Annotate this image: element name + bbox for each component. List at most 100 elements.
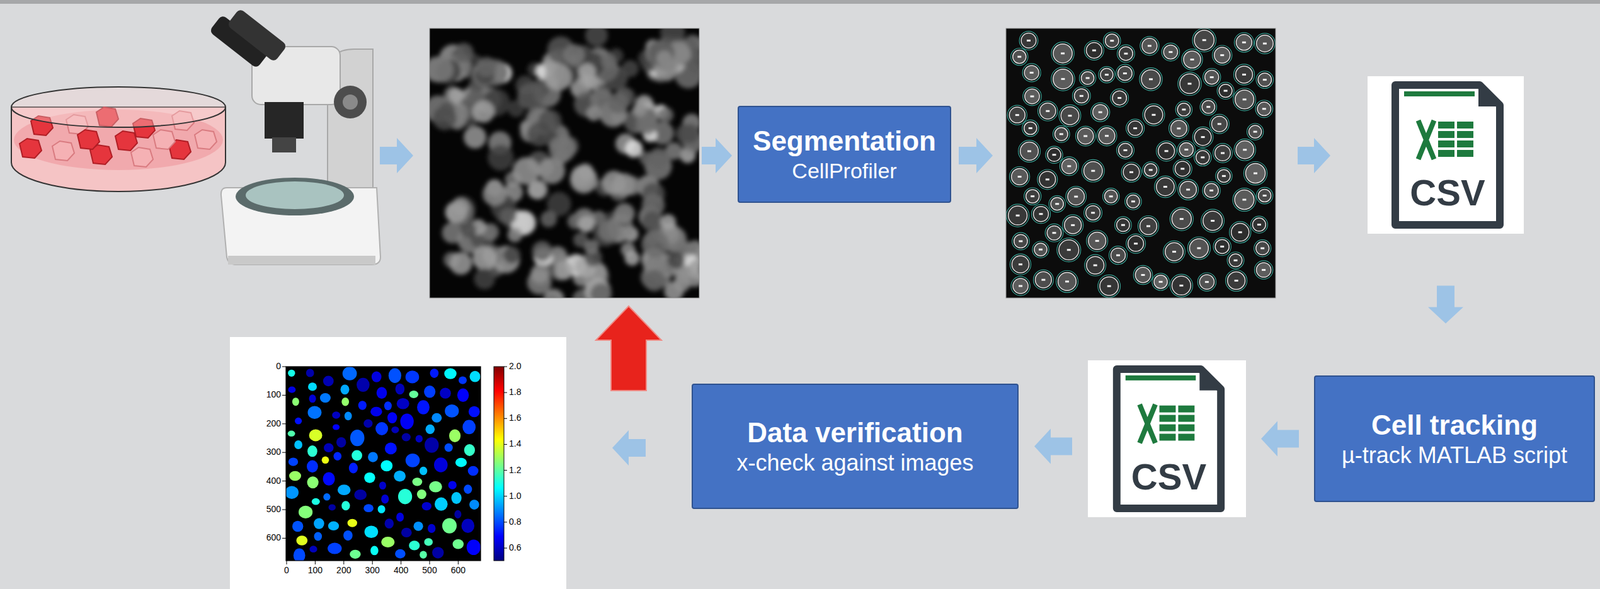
cell-id-mark <box>1028 127 1033 130</box>
x-tick-label: 300 <box>365 565 380 576</box>
cell-outline <box>1118 143 1133 158</box>
plot-cell <box>363 503 374 513</box>
cell-outline <box>1014 234 1028 248</box>
cell-id-mark <box>1253 172 1258 175</box>
cell-id-mark <box>1205 280 1209 283</box>
cell-outline <box>1204 183 1219 198</box>
plot-cell <box>405 370 420 383</box>
cell-outline <box>1194 128 1212 146</box>
cell-id-mark <box>1179 284 1183 287</box>
cell-outline-outer <box>1229 221 1252 244</box>
cell-outline-outer <box>1075 125 1096 146</box>
plot-cell <box>455 457 467 468</box>
plot-cell <box>298 505 313 519</box>
plot-cell <box>285 486 299 499</box>
excel-grid-cell <box>1457 121 1474 129</box>
plot-cell <box>288 457 298 466</box>
cell-outline <box>1126 195 1140 208</box>
plot-cell <box>296 535 308 546</box>
x-tick-label: 500 <box>422 565 437 576</box>
fluorescent-cell <box>660 214 676 230</box>
cell-id-mark <box>1093 264 1098 267</box>
file-stripe <box>1125 375 1197 381</box>
cell-outline-outer <box>1109 246 1128 265</box>
plot-cell <box>306 368 315 377</box>
fluorescent-cell <box>578 63 596 81</box>
cell-outline <box>1211 115 1228 132</box>
plot-cell <box>396 398 410 410</box>
cell-id-mark <box>1238 231 1243 234</box>
excel-grid-cell <box>1438 131 1455 138</box>
cell-id-mark <box>1152 114 1156 116</box>
cell-id-mark <box>1164 149 1169 152</box>
cell-outline-outer <box>1243 161 1267 186</box>
plot-cell <box>314 532 323 542</box>
excel-grid-cell <box>1159 405 1177 413</box>
cell-outline <box>1105 34 1119 48</box>
plot-cell <box>287 386 296 394</box>
axis-tick <box>282 509 286 511</box>
plot-cell <box>364 472 375 484</box>
fluorescent-cell <box>643 269 666 292</box>
excel-grid-cell <box>1177 434 1195 441</box>
plot-cell <box>395 383 406 395</box>
cell-outline-outer <box>1011 48 1029 66</box>
cell-id-mark <box>1209 189 1214 192</box>
cell-id-mark <box>1196 247 1201 250</box>
cell-outline <box>1099 276 1119 296</box>
fluorescent-cell <box>517 82 545 110</box>
cell-outline-outer <box>1161 42 1180 61</box>
cell-outline-outer <box>1033 269 1054 290</box>
plot-cell <box>469 371 481 383</box>
fluorescent-cell <box>563 44 586 67</box>
plot-cell <box>408 540 420 550</box>
plot-cell <box>468 466 479 477</box>
cell-outline <box>1055 127 1069 142</box>
axis-tick <box>282 452 286 453</box>
excel-grid-cell <box>1457 140 1474 148</box>
fluorescent-cell <box>507 227 523 242</box>
fluorescent-cell <box>554 261 574 281</box>
cell-outline <box>1118 66 1133 81</box>
cell-outline-outer <box>1006 204 1030 227</box>
plot-cell <box>323 376 334 387</box>
plot-cell <box>434 497 448 511</box>
plot-cell <box>347 519 358 528</box>
plot-cell <box>313 518 325 530</box>
axis-tick <box>282 423 286 424</box>
cell-id-mark <box>1060 52 1065 55</box>
cell-outline-outer <box>1072 86 1092 106</box>
plot-cell <box>321 456 330 465</box>
cell-id-mark <box>1133 127 1138 130</box>
cell-outline-outer <box>1234 64 1255 86</box>
cell-id-mark <box>1059 132 1064 135</box>
cell-id-mark <box>1029 71 1034 74</box>
cell-id-mark <box>1117 97 1122 99</box>
cell-outline-outer <box>1212 45 1233 65</box>
process-box: Data verificationx-check against images <box>691 383 1019 509</box>
fluorescent-cell <box>570 165 598 194</box>
file-type-label: CSV <box>1409 170 1485 215</box>
colorbar-tick <box>503 521 508 523</box>
cell-outline <box>1123 164 1140 181</box>
cell-id-mark <box>1091 211 1095 214</box>
colorbar-tick <box>503 548 508 549</box>
fluorescent-cell <box>487 144 514 171</box>
cell-outline <box>1142 38 1158 54</box>
fluorescent-cell <box>641 211 664 233</box>
cell-outline <box>1235 66 1253 84</box>
cell-outline <box>1228 253 1243 268</box>
cell-outline <box>1183 51 1201 69</box>
plot-cell <box>332 423 340 430</box>
cell-outline <box>1035 271 1052 288</box>
plot-cell <box>439 388 452 399</box>
cell-outline-outer <box>1053 125 1071 143</box>
fluorescent-cell <box>600 53 617 70</box>
cell-outline-outer <box>1009 166 1030 188</box>
plot-cell <box>351 450 363 462</box>
cell-outline-outer <box>1254 240 1272 258</box>
cell-id-mark <box>1107 285 1112 288</box>
plot-cell <box>423 385 436 398</box>
plot-cell <box>306 460 319 474</box>
cell-outline <box>1128 120 1143 136</box>
